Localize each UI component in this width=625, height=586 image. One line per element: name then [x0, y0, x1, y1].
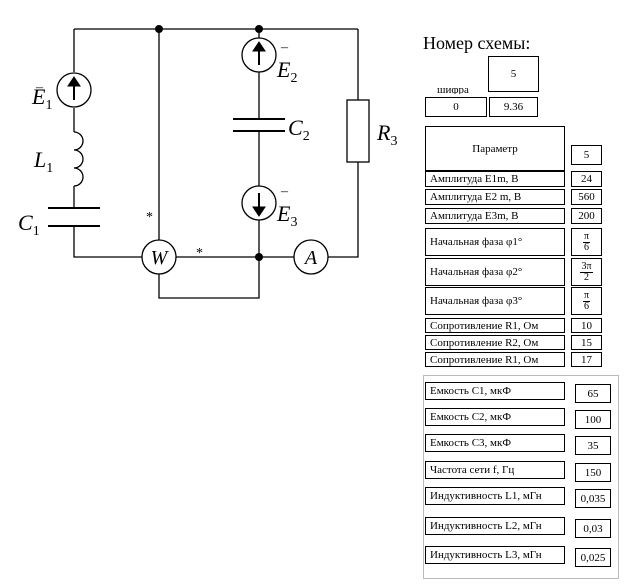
param-label: Сопротивление R1, Ом: [425, 318, 565, 333]
ammeter-label: A: [303, 247, 318, 269]
e3-label: E: [276, 201, 291, 226]
e3-bar: ¯: [280, 191, 289, 206]
param-value: 17: [571, 352, 602, 367]
param-label: Индуктивность L3, мГн: [425, 546, 565, 564]
param-label: Амплитуда E3m, В: [425, 208, 565, 224]
scheme-number: 5: [488, 56, 539, 92]
scheme-title: Номер схемы:: [423, 33, 531, 53]
fraction-numerator: π: [582, 230, 591, 243]
scheme-row-left: 0: [425, 97, 487, 117]
svg-text:C1: C1: [18, 210, 40, 239]
ammeter: [293, 239, 329, 275]
param-label: Емкость C3, мкФ: [425, 434, 565, 452]
fraction-numerator: π: [582, 289, 591, 302]
param-value: 24: [571, 171, 602, 187]
r3-sub: 3: [390, 134, 397, 149]
table-frame: [423, 375, 619, 579]
c1-label: C: [18, 210, 33, 235]
param-value: 0,035: [575, 489, 611, 508]
param-label: Индуктивность L1, мГн: [425, 487, 565, 505]
param-value: 65: [575, 384, 611, 403]
svg-text:E1: E1: [31, 84, 52, 113]
inductor-l1: [73, 131, 84, 187]
l1-label: L: [33, 147, 46, 172]
param-label: Сопротивление R2, Ом: [425, 335, 565, 350]
param-value: 150: [575, 463, 611, 482]
wattmeter-label: W: [151, 247, 170, 269]
param-label: Индуктивность L2, мГн: [425, 517, 565, 535]
junction-dot: [255, 253, 263, 261]
param-value: 560: [571, 189, 602, 205]
param-value: 0,03: [575, 519, 611, 538]
c2-sub: 2: [303, 129, 310, 144]
scheme-row-right: 9.36: [489, 97, 538, 117]
e1-sub: 1: [45, 98, 52, 113]
junction-dot: [255, 25, 263, 33]
param-value: 10: [571, 318, 602, 333]
resistor-r3: [346, 99, 370, 163]
svg-text:E2: E2: [276, 57, 297, 86]
param-label: Частота сети f, Гц: [425, 461, 565, 479]
e1-label: E: [31, 84, 46, 109]
e2-sub: 2: [290, 71, 297, 86]
junction-dot: [155, 25, 163, 33]
fraction-numerator: 3π: [580, 260, 593, 273]
wire-right-bottom: [328, 162, 359, 258]
wattmeter: [141, 239, 177, 275]
param-label: Сопротивление R1, Ом: [425, 352, 565, 367]
circuit-diagram: E1 ¯ E2 ¯ E3 ¯ L1 C1 C2 R3 W A * *: [18, 25, 397, 299]
param-value: 0,025: [575, 548, 611, 567]
param-label: Начальная фаза φ1°: [425, 228, 565, 256]
e3-sub: 3: [290, 215, 297, 230]
cut-header: шифра: [437, 88, 469, 94]
param-label: Начальная фаза φ2°: [425, 258, 565, 286]
table-header-value: 5: [571, 145, 602, 165]
param-label: Амплитуда E2 m, В: [425, 189, 565, 205]
c1-sub: 1: [33, 224, 40, 239]
e2-label: E: [276, 57, 291, 82]
svg-text:C2: C2: [288, 115, 310, 144]
fraction-denominator: 6: [584, 241, 589, 253]
param-value: 100: [575, 410, 611, 429]
r3-label: R: [376, 120, 391, 145]
wire-left-bottom: [73, 226, 142, 258]
param-value: 200: [571, 208, 602, 224]
star-marker: *: [196, 246, 203, 261]
param-value: 15: [571, 335, 602, 350]
star-marker: *: [146, 210, 153, 225]
wire-w-loop: [158, 257, 260, 299]
fraction-denominator: 6: [584, 300, 589, 312]
param-label: Амплитуда E1m, В: [425, 171, 565, 187]
param-value: 35: [575, 436, 611, 455]
svg-text:R3: R3: [376, 120, 397, 149]
l1-sub: 1: [46, 161, 53, 176]
e1-bar: ¯: [35, 87, 44, 102]
fraction-denominator: 2: [584, 271, 589, 283]
svg-text:L1: L1: [33, 147, 53, 176]
table-header-param: Параметр: [425, 126, 565, 171]
param-label: Емкость C2, мкФ: [425, 408, 565, 426]
e2-bar: ¯: [280, 47, 289, 62]
param-label: Начальная фаза φ3°: [425, 287, 565, 315]
param-label: Емкость C1, мкФ: [425, 382, 565, 400]
c2-label: C: [288, 115, 303, 140]
svg-text:E3: E3: [276, 201, 297, 230]
